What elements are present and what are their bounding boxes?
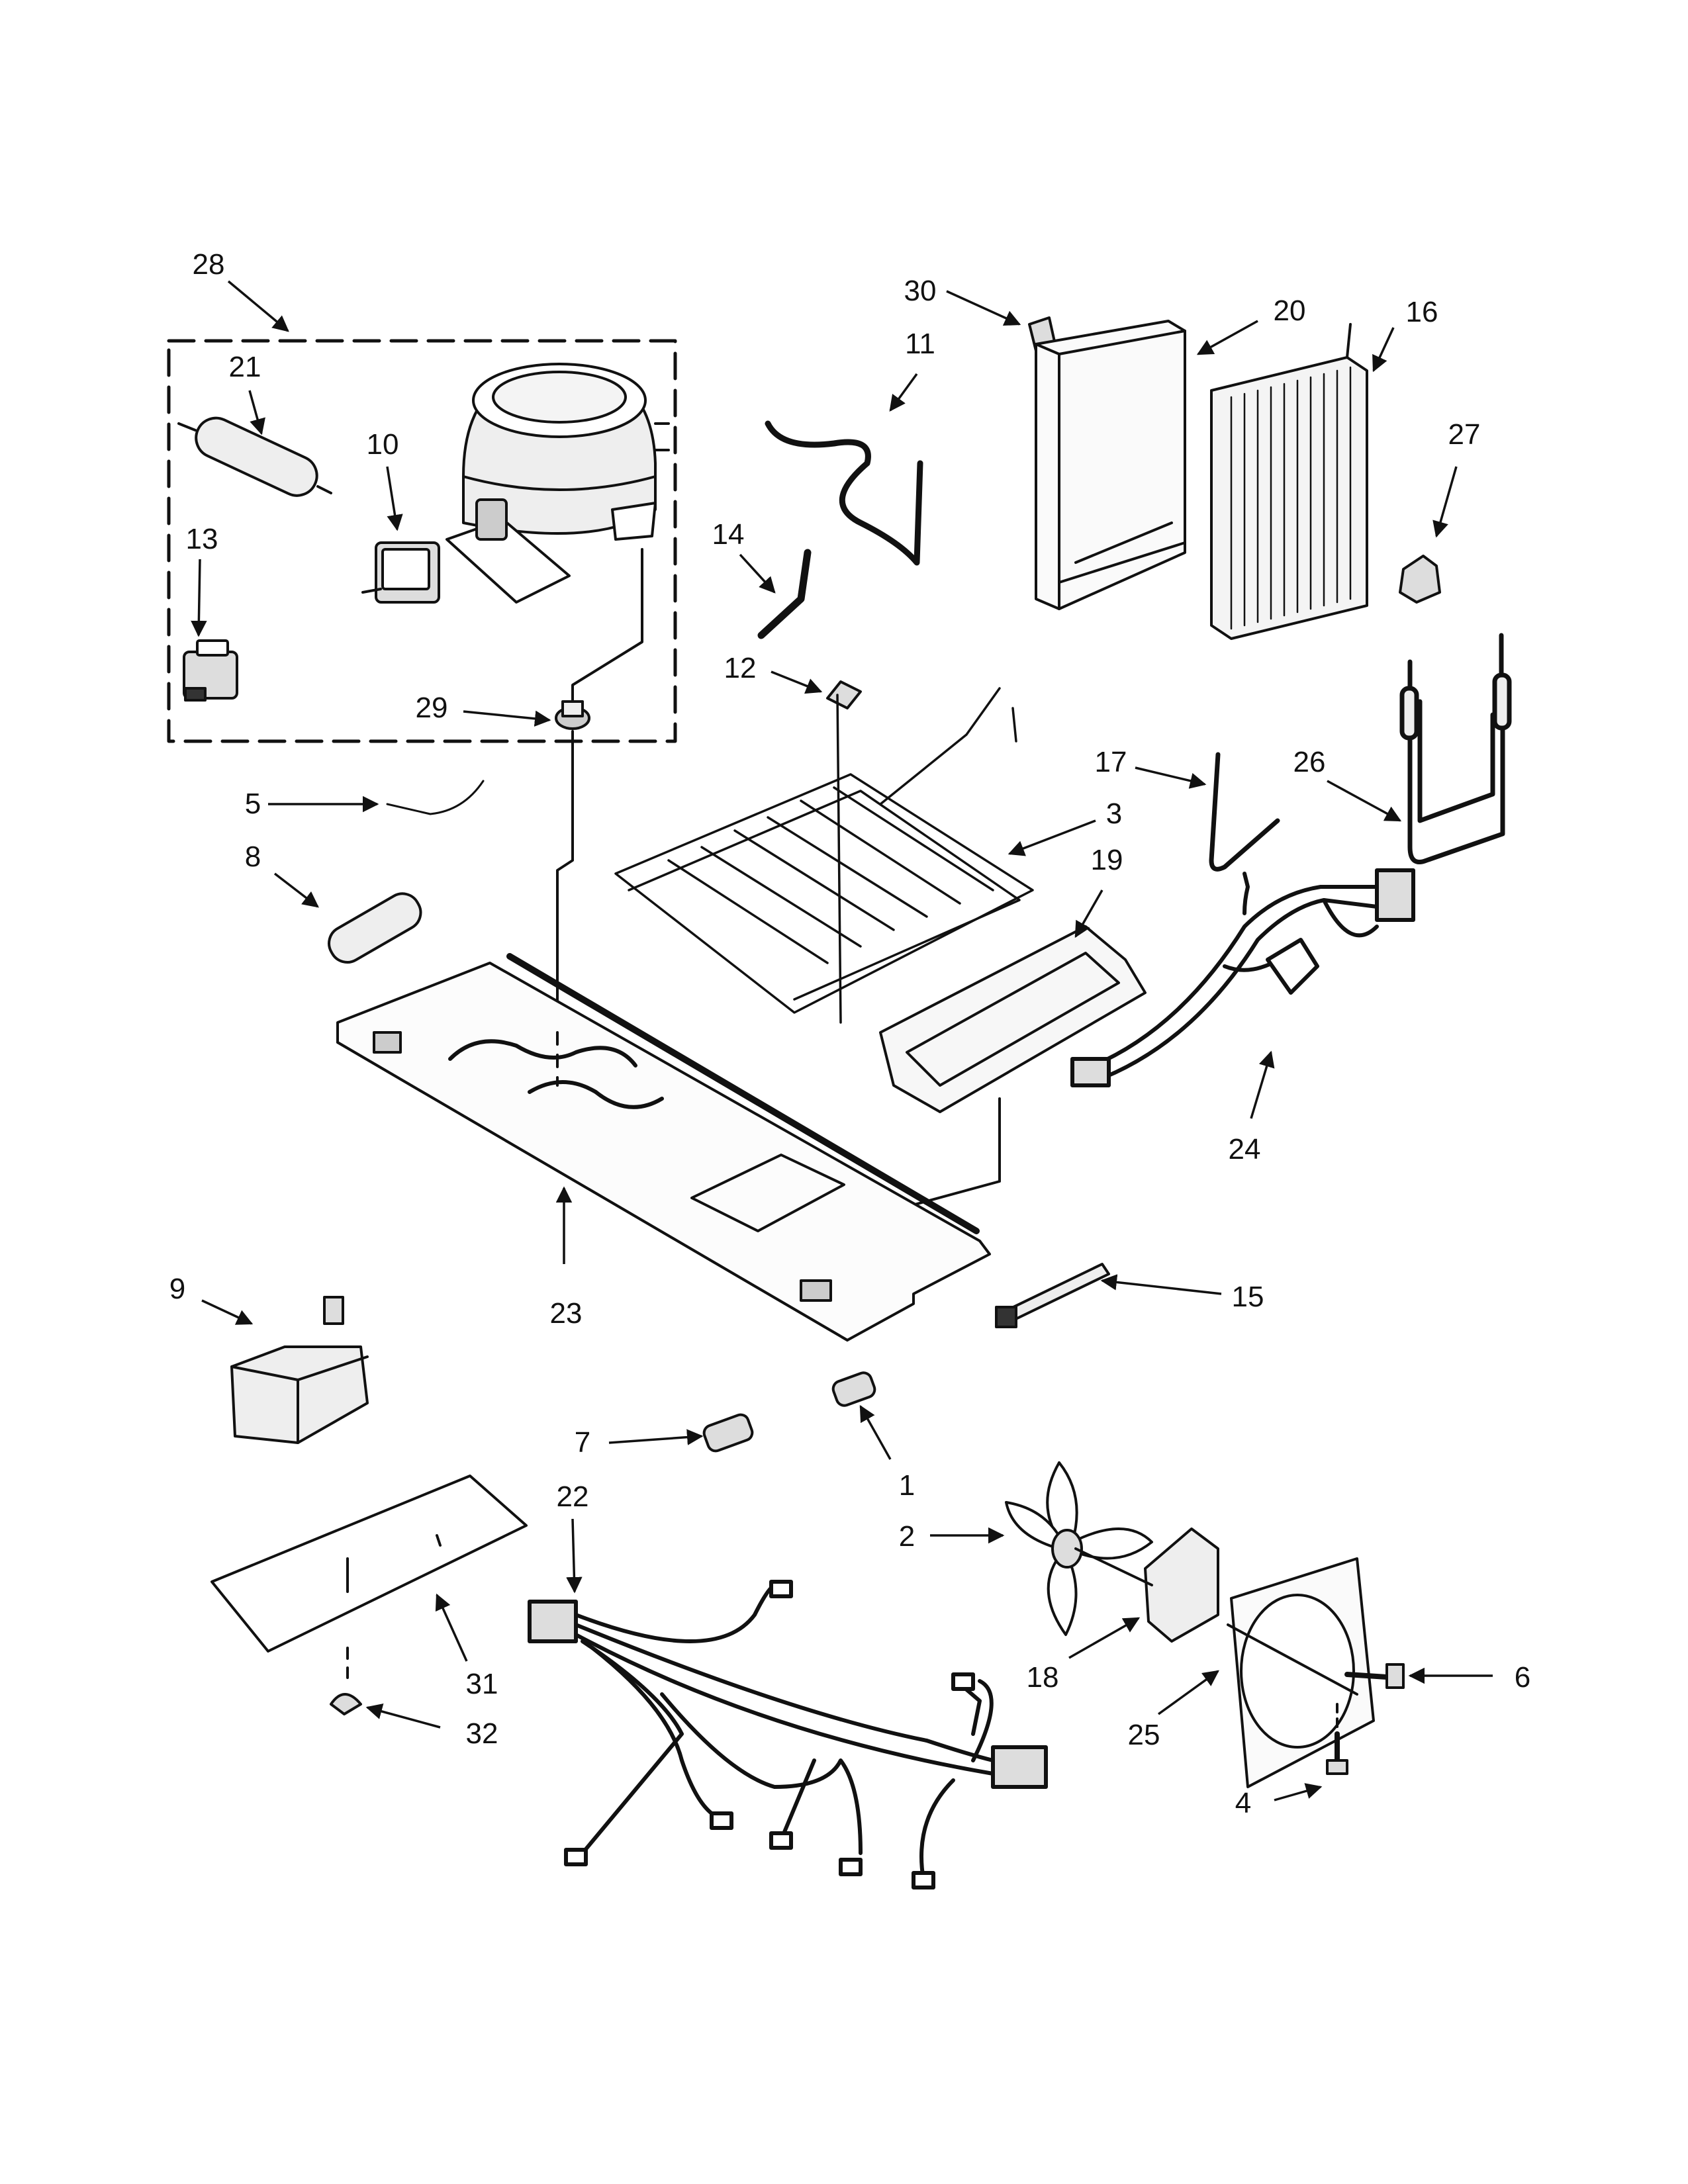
tube-14-part [757, 549, 812, 639]
cable-tie-15-part [995, 1263, 1110, 1328]
callout-15: 15 [1231, 1281, 1264, 1313]
callout-16: 16 [1405, 296, 1438, 328]
filter-drier-part [177, 416, 332, 497]
leader-17 [1135, 766, 1207, 789]
leader-11 [889, 373, 918, 412]
callout-21: 21 [228, 351, 261, 383]
start-device-part [361, 541, 440, 604]
callout-12: 12 [724, 652, 757, 684]
wire-harness-24-part [1070, 868, 1415, 1087]
callout-31: 31 [465, 1668, 498, 1700]
leader-20 [1196, 320, 1258, 355]
callout-7: 7 [574, 1426, 591, 1459]
clip-12-part [826, 680, 862, 709]
leader-27 [1432, 466, 1458, 538]
leader-13 [191, 559, 207, 637]
fan-shroud-25-part [1227, 1557, 1375, 1788]
tubing-26-part [1399, 633, 1512, 864]
leader-16 [1372, 327, 1395, 373]
leader-15 [1100, 1274, 1222, 1295]
leader-30 [946, 290, 1021, 326]
screw-6-part [1344, 1663, 1405, 1689]
grommet-part [555, 700, 590, 730]
callout-14: 14 [712, 518, 745, 551]
callout-3: 3 [1105, 797, 1123, 830]
leader-12 [771, 670, 823, 694]
leader-25 [1157, 1670, 1219, 1715]
leader-10 [386, 466, 403, 531]
callout-22: 22 [556, 1480, 589, 1513]
callout-5: 5 [244, 788, 261, 820]
tube-11-part [765, 420, 923, 566]
fan-blade-2-part [1005, 1461, 1153, 1636]
callout-18: 18 [1026, 1661, 1059, 1694]
leader-24 [1250, 1050, 1275, 1119]
callout-9: 9 [169, 1273, 186, 1305]
evaporator-cover-part [1035, 320, 1186, 610]
callout-1: 1 [898, 1469, 915, 1502]
callout-4: 4 [1235, 1787, 1252, 1819]
callout-8: 8 [244, 841, 261, 873]
leader-21 [248, 390, 265, 435]
fan-motor-18-part [1074, 1527, 1219, 1643]
callout-13: 13 [185, 523, 218, 555]
callout-2: 2 [898, 1520, 915, 1553]
callout-10: 10 [366, 428, 399, 461]
callout-27: 27 [1448, 418, 1481, 451]
leader-1 [859, 1404, 892, 1460]
callout-11: 11 [905, 328, 935, 360]
callout-19: 19 [1090, 844, 1123, 876]
compressor-assembly-box [167, 339, 677, 743]
callout-20: 20 [1273, 295, 1306, 327]
clip-32-part [330, 1693, 362, 1715]
evaporator-part [1210, 323, 1368, 640]
base-plate-part [336, 953, 991, 1342]
callout-17: 17 [1094, 746, 1127, 778]
leader-18 [1068, 1617, 1141, 1659]
sleeve-8-part [328, 892, 422, 964]
wire-5-part [386, 780, 485, 815]
screw-4-part [1326, 1731, 1348, 1775]
leader-3 [1008, 819, 1096, 856]
callout-25: 25 [1127, 1719, 1160, 1751]
leader-31 [435, 1593, 468, 1662]
leader-32 [365, 1703, 441, 1729]
callout-28: 28 [192, 248, 225, 281]
insulation-sheet-31-part [211, 1475, 528, 1653]
callout-29: 29 [415, 692, 448, 724]
overload-relay-part [183, 639, 238, 702]
bracket-27-part [1399, 555, 1441, 604]
capacitor-7-part [702, 1413, 754, 1453]
leader-8 [273, 872, 319, 908]
leader-4 [1274, 1783, 1323, 1801]
leader-19 [1074, 889, 1103, 938]
callout-30: 30 [904, 275, 937, 307]
capacitor-1-part [831, 1371, 876, 1407]
callout-6: 6 [1514, 1661, 1531, 1694]
leader-22 [566, 1518, 583, 1594]
compressor-part [445, 363, 670, 604]
callout-24: 24 [1228, 1133, 1261, 1165]
leader-26 [1327, 780, 1402, 822]
callout-23: 23 [549, 1297, 583, 1330]
callout-32: 32 [465, 1717, 498, 1750]
leader-7 [608, 1429, 704, 1445]
control-box-9-part [230, 1296, 369, 1444]
leader-29 [463, 710, 551, 727]
leader-9 [201, 1299, 254, 1325]
tube-17-part [1209, 752, 1280, 872]
wire-harness-22-part [528, 1580, 1048, 1889]
leader-28 [227, 280, 289, 332]
callout-26: 26 [1293, 746, 1326, 778]
condenser-coil-part [614, 687, 1034, 1024]
leader-14 [739, 553, 776, 594]
